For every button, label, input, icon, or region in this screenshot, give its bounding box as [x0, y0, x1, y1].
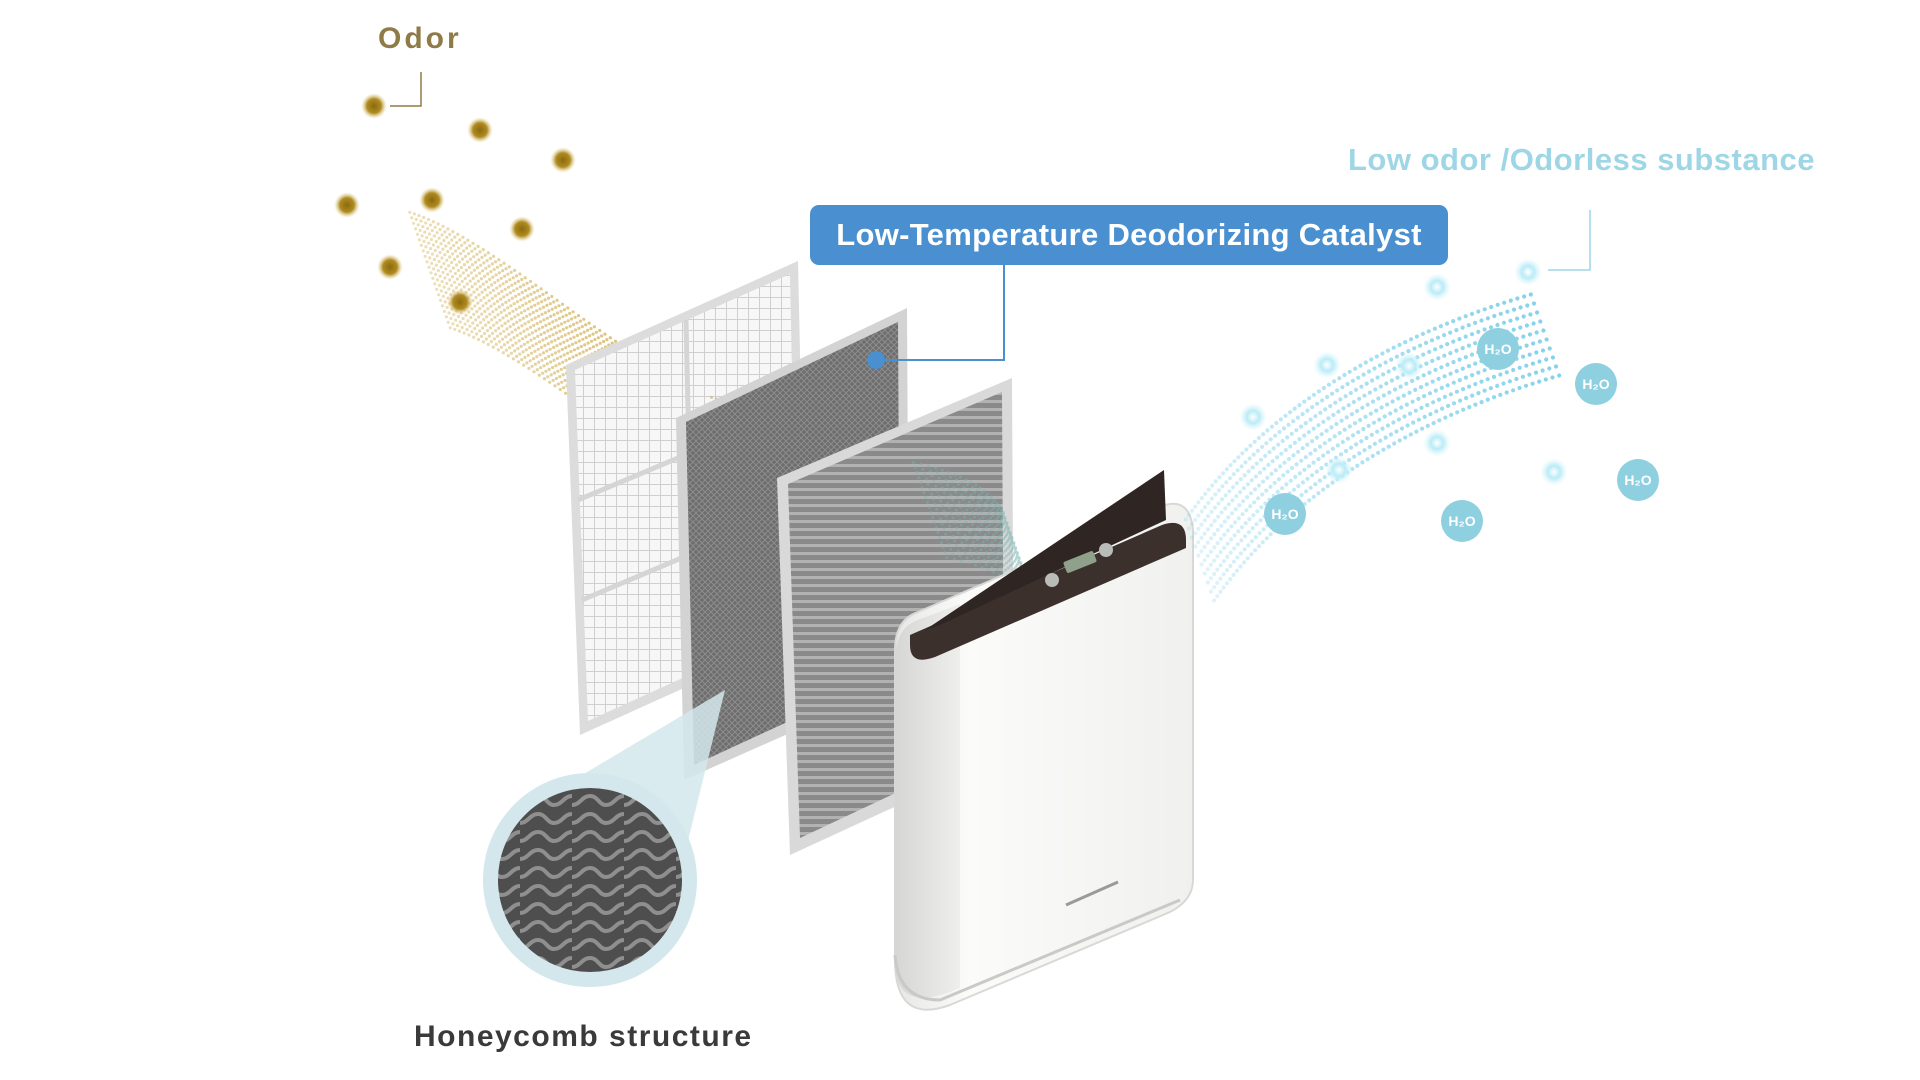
- svg-text:H₂O: H₂O: [1448, 513, 1475, 529]
- svg-text:H₂O: H₂O: [1271, 506, 1298, 522]
- h2o-bubble: H₂O: [1264, 493, 1306, 535]
- odor-label: Odor: [378, 22, 462, 55]
- air-purifier-device: [893, 470, 1194, 1011]
- svg-text:H₂O: H₂O: [1484, 341, 1511, 357]
- output-leader-line: [1548, 210, 1591, 271]
- honeycomb-label: Honeycomb structure: [414, 1020, 753, 1053]
- catalyst-callout-text: Low-Temperature Deodorizing Catalyst: [836, 217, 1422, 252]
- odorless-particles: [1239, 258, 1568, 486]
- h2o-bubble: H₂O: [1575, 363, 1617, 405]
- odorless-substance-label: Low odor /Odorless substance: [1348, 142, 1816, 177]
- catalyst-leader-line: [876, 265, 1005, 361]
- h2o-bubble: H₂O: [1617, 459, 1659, 501]
- h2o-bubble: H₂O: [1477, 328, 1519, 370]
- honeycomb-magnifier: [483, 690, 725, 987]
- svg-text:H₂O: H₂O: [1624, 472, 1651, 488]
- filtered-air-flow: [911, 461, 1039, 609]
- h2o-bubble: H₂O: [1441, 500, 1483, 542]
- odor-particles: [334, 93, 576, 315]
- catalyst-marker-dot: [867, 351, 885, 369]
- catalyst-callout: Low-Temperature Deodorizing Catalyst: [810, 205, 1448, 265]
- h2o-molecules: H₂O H₂O H₂O H₂O H₂O: [1264, 328, 1659, 542]
- odor-leader-line: [390, 72, 422, 107]
- svg-text:H₂O: H₂O: [1582, 376, 1609, 392]
